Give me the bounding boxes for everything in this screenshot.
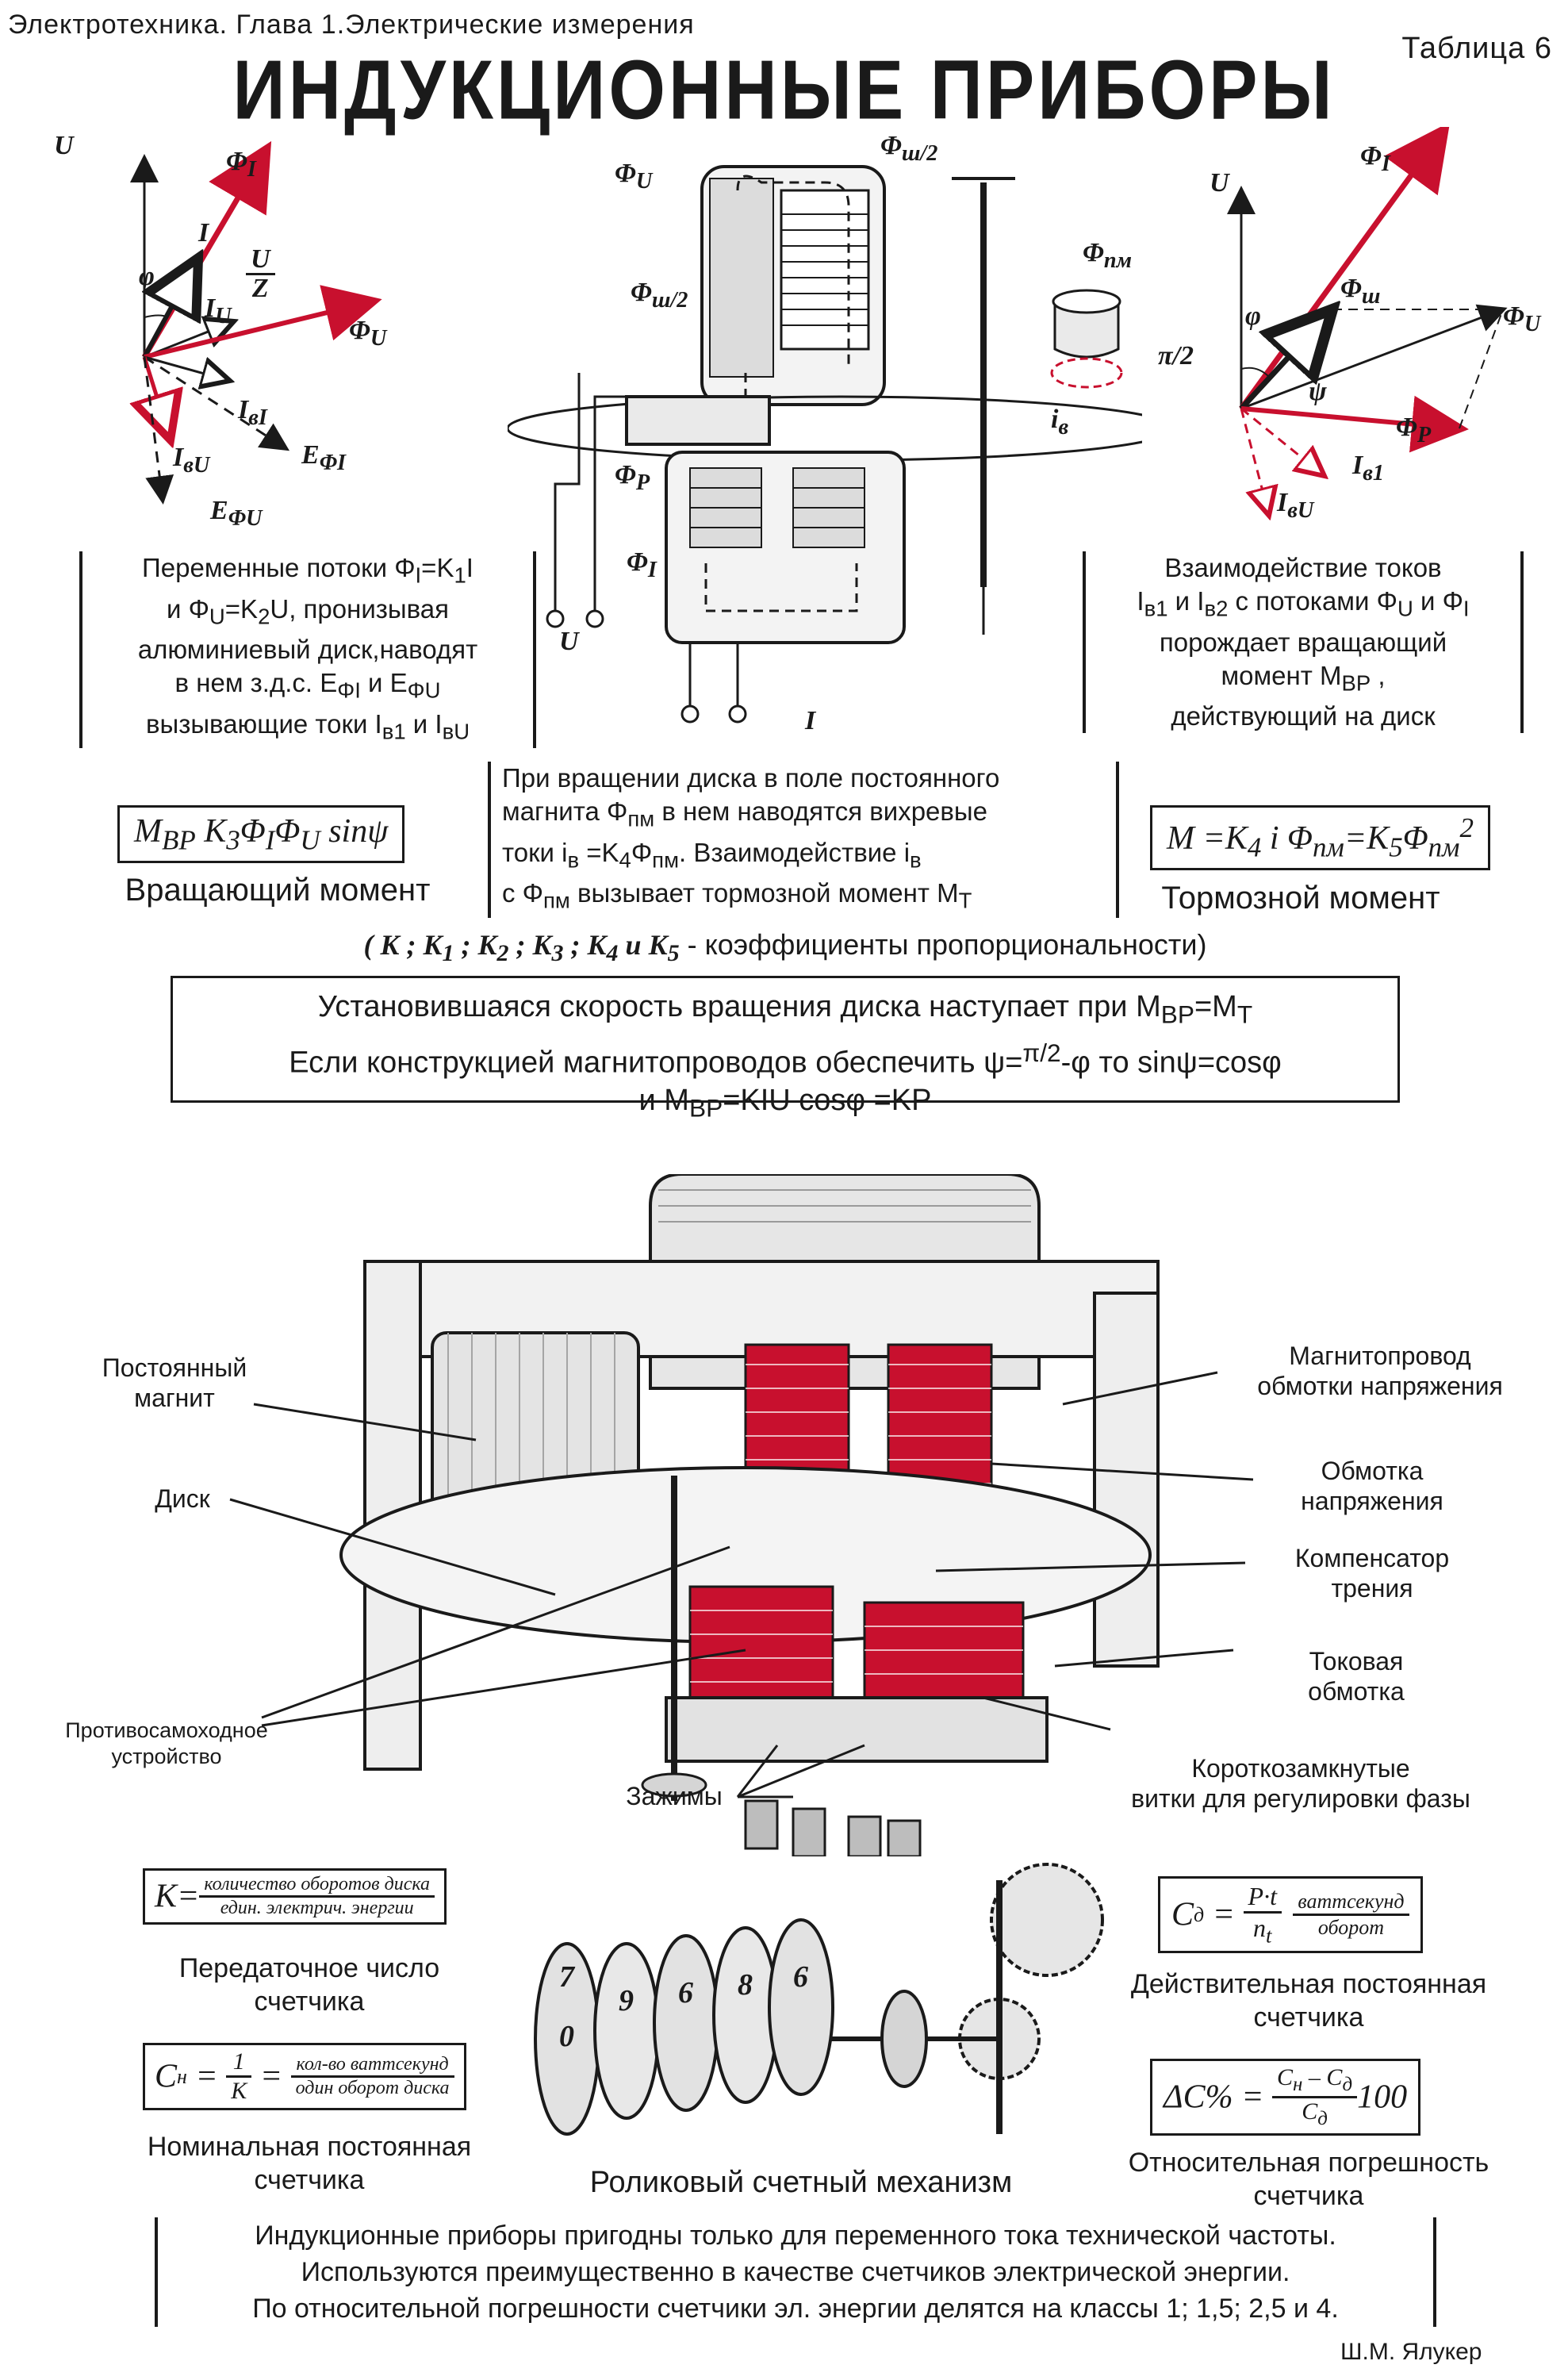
callout-shorted-turns: Короткозамкнутые витки для регулировки ф… xyxy=(1131,1754,1470,1813)
callout-voltage-core: Магнитопровод обмотки напряжения xyxy=(1257,1342,1503,1400)
caption-braking: Тормозной момент xyxy=(1161,881,1440,916)
callout-disk: Диск xyxy=(155,1484,210,1513)
left-vector-diagram xyxy=(71,140,382,505)
callout-friction-compensator: Компенсатор трения xyxy=(1294,1544,1450,1603)
meter-mechanism-drawing xyxy=(508,165,1142,724)
mech-label-u: U xyxy=(559,627,579,656)
formula-braking: M =K4 i Φпм=K5Φпм2 xyxy=(1150,805,1491,871)
callout-anti-creep: Противосамоходное устройство xyxy=(65,1718,268,1768)
callout-voltage-winding: Обмотка напряжения xyxy=(1301,1457,1443,1515)
right-label-phi-u: ΦU xyxy=(1503,301,1541,336)
right-label-phi-sh: Φш xyxy=(1340,274,1381,309)
left-label-phi-angle: φ xyxy=(139,262,155,291)
drum-digit-6: 6 xyxy=(793,1960,808,1994)
callout-current-winding: Токовая обмотка xyxy=(1308,1647,1405,1706)
left-label-ibu: IвU xyxy=(173,443,210,478)
mech-label-phi-sh2: Φш/2 xyxy=(880,131,938,166)
drum-digit-2: 0 xyxy=(559,2020,574,2053)
left-label-i: I xyxy=(198,218,209,248)
right-label-phi-p: ΦP xyxy=(1396,413,1432,447)
right-label-ib1: Iв1 xyxy=(1352,451,1385,486)
author-signature: Ш.М. Ялукер xyxy=(1340,2339,1482,2365)
left-label-ephi-u: EΦU xyxy=(210,496,263,531)
drum-digit-1: 7 xyxy=(559,1960,574,1994)
table-number: Таблица 6 xyxy=(1401,32,1552,65)
right-label-ibu: IвU xyxy=(1277,488,1314,523)
left-label-phi-i: ΦI xyxy=(226,147,256,182)
mech-label-phi-u: ΦU xyxy=(615,159,653,194)
left-label-ephi-i: EΦI xyxy=(301,440,347,475)
meter-cutaway-illustration xyxy=(339,1174,1160,1856)
bottom-summary: Индукционные приборы пригодны только для… xyxy=(155,2217,1436,2327)
right-vector-diagram xyxy=(1227,127,1508,539)
mech-label-ib: iв xyxy=(1051,405,1069,440)
left-label-u-over-z: U Z xyxy=(246,246,275,302)
mech-label-phi-sh2b: Φш/2 xyxy=(631,278,688,313)
left-label-iu: IU xyxy=(205,294,232,328)
right-label-u: U xyxy=(1210,168,1229,198)
left-label-phi-u: ΦU xyxy=(349,316,387,351)
right-label-phi-angle: φ xyxy=(1245,301,1261,331)
text-right-interaction: Взаимодействие токов Iв1 и Iв2 с потокам… xyxy=(1083,551,1524,734)
left-label-ib1: IвI xyxy=(238,395,267,430)
text-center-eddy: При вращении диска в поле постоянного ма… xyxy=(488,762,1119,918)
mech-label-i: I xyxy=(805,706,816,735)
mech-label-phi-pm: Φпм xyxy=(1083,238,1132,273)
text-left-flux: Переменные потоки ΦI=K1I и ΦU=K2U, прони… xyxy=(79,551,536,749)
mech-label-phi-p: ΦP xyxy=(615,460,650,495)
steady-state-box: Установившаяся скорость вращения диска н… xyxy=(171,976,1400,1123)
callout-permanent-magnet: Постоянный магнит xyxy=(102,1353,247,1412)
right-label-psi: ψ xyxy=(1309,377,1327,406)
page-title: ИНДУКЦИОННЫЕ ПРИБОРЫ xyxy=(232,44,1336,137)
caption-torque: Вращающий момент xyxy=(125,873,431,908)
coefficients-note: ( K ; K1 ; K2 ; K3 ; K4 и K5 - коэффицие… xyxy=(363,928,1207,967)
mech-label-phi-i: ΦI xyxy=(627,547,657,582)
caption-roller-counter: Роликовый счетный механизм xyxy=(589,2166,1013,2199)
drum-digit-5: 8 xyxy=(738,1968,753,2002)
right-label-pi2: π/2 xyxy=(1158,341,1194,370)
chapter-header: Электротехника. Глава 1.Электрические из… xyxy=(8,10,695,40)
drum-digit-4: 6 xyxy=(678,1976,693,2010)
formula-torque: MВР K3ΦIΦU sinψ xyxy=(117,805,405,864)
roller-counter-illustration xyxy=(534,1863,1104,2136)
callout-leader-lines xyxy=(229,1371,1254,1798)
right-label-phi-i: ΦI xyxy=(1360,141,1390,176)
left-label-u: U xyxy=(54,131,74,160)
drum-digit-3: 9 xyxy=(619,1984,634,2017)
callout-terminals: Зажимы xyxy=(626,1782,723,1810)
